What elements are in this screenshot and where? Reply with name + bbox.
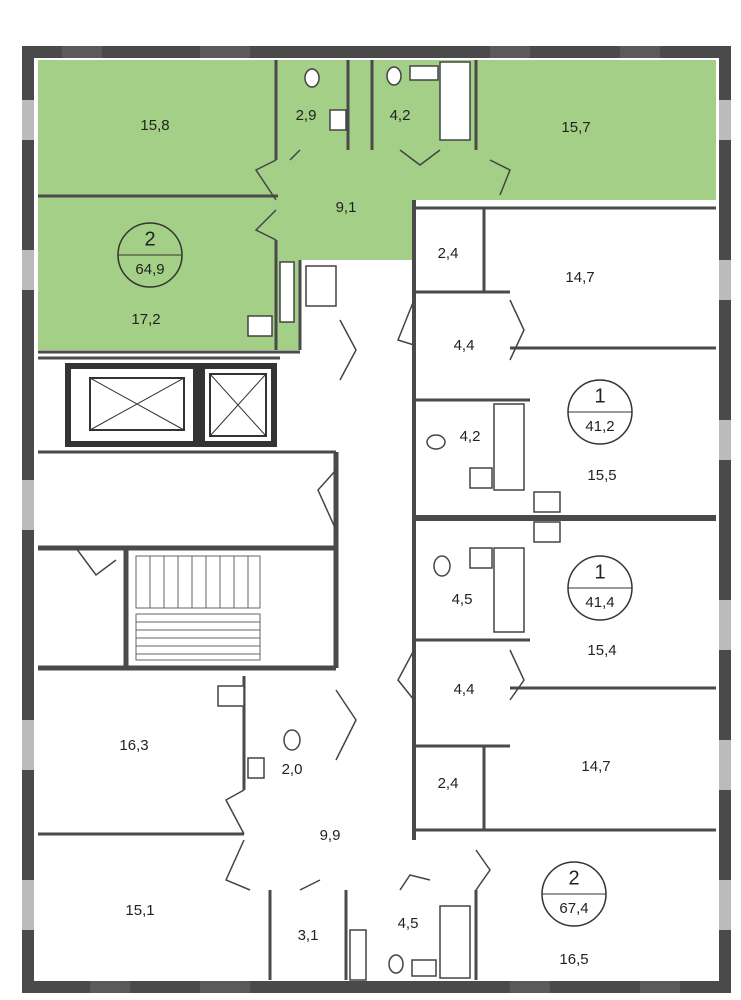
room-area: 4,2 [460, 428, 481, 445]
highlight-area [38, 60, 716, 350]
room-area: 4,4 [454, 681, 475, 698]
apartment-badge[interactable]: 2 64,9 [117, 222, 183, 288]
room-area: 16,5 [559, 951, 588, 968]
room-area: 9,1 [336, 199, 357, 216]
room-area: 9,9 [320, 827, 341, 844]
fixtures [217, 61, 561, 981]
apartment-rooms: 2 [568, 867, 579, 889]
room-area: 17,2 [131, 311, 160, 328]
windows [22, 46, 731, 993]
apartment-rooms: 2 [144, 228, 155, 250]
room-area: 4,5 [398, 915, 419, 932]
apartment-badge[interactable]: 2 67,4 [541, 861, 607, 927]
apartment-area: 67,4 [559, 900, 588, 917]
room-area: 2,4 [438, 775, 459, 792]
room-area: 15,4 [587, 642, 616, 659]
room-area: 4,4 [454, 337, 475, 354]
elevator-shafts [65, 363, 277, 447]
doors [75, 149, 525, 891]
room-area: 15,7 [561, 119, 590, 136]
room-area: 2,0 [282, 761, 303, 778]
room-area: 4,2 [390, 107, 411, 124]
room-area: 15,5 [587, 467, 616, 484]
room-labels: 15,8 2,9 4,2 15,7 9,1 17,2 2,4 14,7 4,4 … [119, 107, 616, 968]
apartment-area: 64,9 [135, 261, 164, 278]
apartment-area: 41,2 [585, 418, 614, 435]
room-area: 14,7 [581, 758, 610, 775]
staircase [135, 555, 261, 661]
apartment-rooms: 1 [594, 561, 605, 583]
room-area: 14,7 [565, 269, 594, 286]
room-area: 2,4 [438, 245, 459, 262]
room-area: 3,1 [298, 927, 319, 944]
room-area: 16,3 [119, 737, 148, 754]
room-area: 15,8 [140, 117, 169, 134]
apartment-badge[interactable]: 1 41,2 [567, 379, 633, 445]
room-area: 15,1 [125, 902, 154, 919]
room-area: 4,5 [452, 591, 473, 608]
apartment-badge[interactable]: 1 41,4 [567, 555, 633, 621]
apartment-rooms: 1 [594, 385, 605, 407]
room-area: 2,9 [296, 107, 317, 124]
highlighted-apartment[interactable] [38, 60, 716, 350]
apartment-area: 41,4 [585, 594, 614, 611]
